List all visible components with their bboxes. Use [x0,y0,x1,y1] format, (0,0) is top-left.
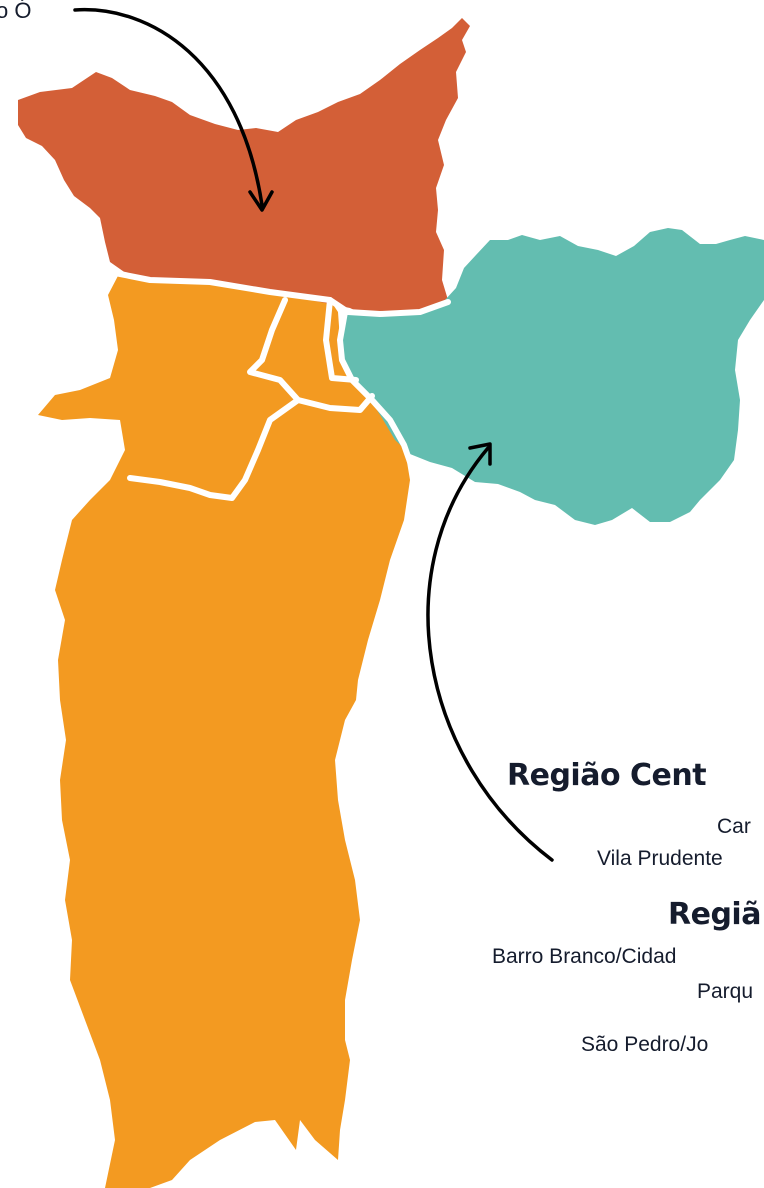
centro-line-2: Vila Prudente [597,847,723,870]
arrow-bottom [426,446,554,862]
heading-regiao-centro: Região Cent [507,758,707,793]
regiao-line-2: Parqu [697,980,754,1003]
heading-regiao: Regiã [668,897,761,932]
top-left-label: o Ó [0,0,32,23]
centro-line-1: Car [717,815,751,838]
regiao-line-1: Barro Branco/Cidad [492,945,677,968]
region-north[interactable] [18,18,470,320]
district-borders [107,269,451,501]
arrows [73,7,554,862]
region-south[interactable] [38,272,410,1188]
arrow-top [73,7,264,207]
regiao-line-3: São Pedro/Jo [581,1033,709,1056]
arrow-bottom-head [468,442,492,466]
arrow-top-head [248,190,274,212]
